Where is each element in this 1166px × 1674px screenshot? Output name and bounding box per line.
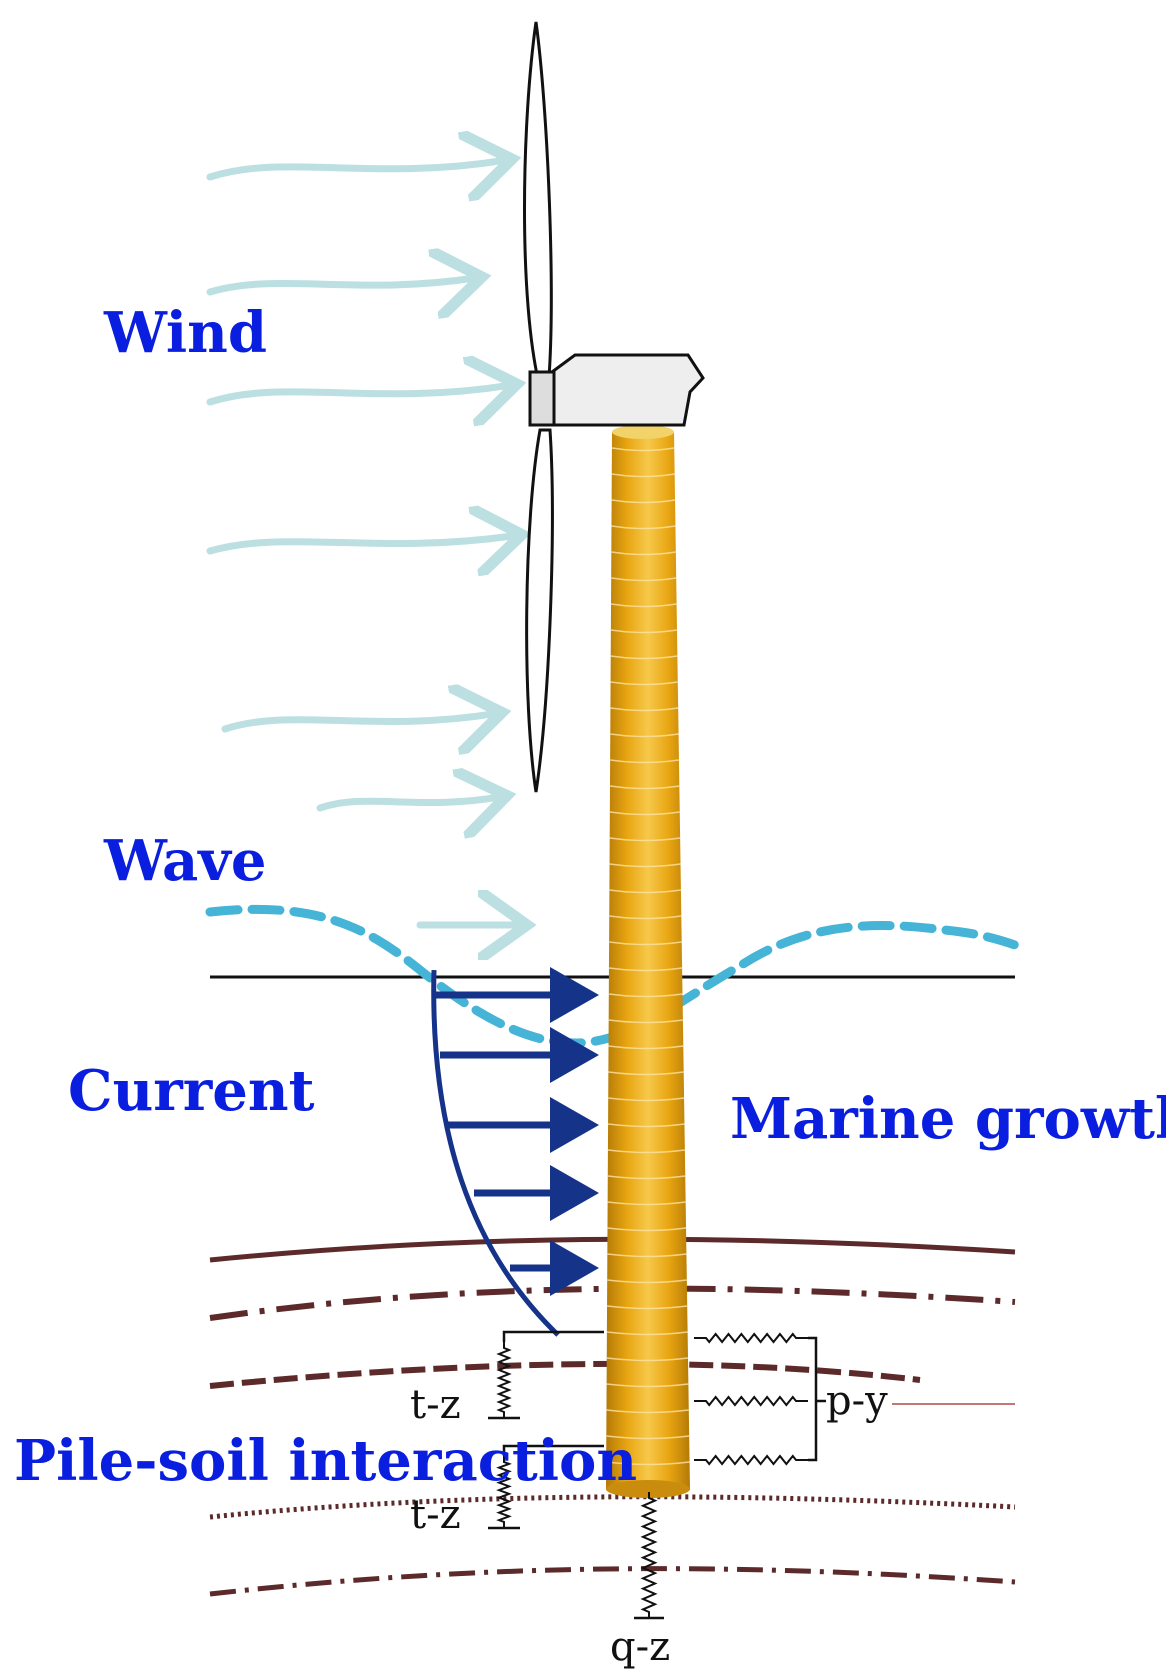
tower-ring <box>610 655 678 660</box>
tower-ring <box>606 1435 690 1440</box>
wind-arrow <box>316 797 500 808</box>
tower-ring <box>607 1123 685 1128</box>
tower-ring <box>611 551 676 556</box>
wind-arrows <box>206 160 520 925</box>
wind-label: Wind <box>103 300 267 366</box>
tower-ring <box>608 993 683 998</box>
tower-ring <box>608 1019 683 1024</box>
py-spring <box>694 1395 808 1407</box>
tower-ring <box>611 447 675 452</box>
tower-ring <box>607 1175 686 1180</box>
qz-label: q-z <box>610 1624 670 1670</box>
tz-upper-bracket <box>502 1330 604 1342</box>
tower-ring <box>610 603 677 608</box>
tz-lower-spring <box>496 1456 512 1528</box>
wind-arrow <box>206 160 505 177</box>
tower-ring <box>610 681 678 686</box>
tower-ring <box>609 941 682 946</box>
tower-ring <box>607 1149 685 1154</box>
py-spring <box>694 1454 808 1466</box>
tower-ring <box>608 1045 684 1050</box>
tz-lower-label: t-z <box>410 1492 461 1538</box>
tower-ring <box>606 1383 689 1388</box>
tower-ring <box>607 1253 687 1258</box>
nacelle <box>528 353 705 427</box>
tower-ring <box>610 707 679 712</box>
tower-ring <box>610 629 678 634</box>
pile-soil-springs <box>488 1330 1015 1620</box>
tower-ring <box>609 915 682 920</box>
tower-top-cap <box>612 425 674 439</box>
pile-soil-label: Pile-soil interaction <box>14 1428 637 1494</box>
tower-ring <box>608 1097 685 1102</box>
tower-ring <box>609 837 681 842</box>
qz-spring <box>640 1492 658 1618</box>
soil-layer-solid <box>209 1236 1016 1263</box>
tower-ring <box>609 811 680 816</box>
tower-ring <box>607 1227 687 1232</box>
soil-layer-dashed <box>209 1360 921 1389</box>
tz-upper-spring <box>496 1342 512 1418</box>
wind-arrow <box>206 385 510 402</box>
soil-layer-dotted <box>209 1494 1016 1520</box>
py-bracket <box>808 1336 826 1462</box>
tz-lower-bracket <box>502 1444 604 1456</box>
turbine-rotor <box>523 21 554 793</box>
tower-monopile <box>606 425 690 1498</box>
tower-ring <box>608 967 683 972</box>
tower-ring <box>609 863 681 868</box>
nacelle-body <box>550 353 705 427</box>
tower-ring <box>606 1461 690 1466</box>
tower-ring <box>609 785 680 790</box>
tower-ring <box>609 889 682 894</box>
current-profile <box>431 967 599 1337</box>
tower-ring <box>611 473 675 478</box>
blade-lower <box>525 428 554 793</box>
tower-ring <box>606 1331 688 1336</box>
tower-ring <box>611 499 676 504</box>
tower-base-cap <box>606 1480 690 1498</box>
tower-ring <box>607 1279 687 1284</box>
py-label: p-y <box>826 1378 888 1424</box>
tower-ring <box>610 759 680 764</box>
tower-ring <box>606 1409 689 1414</box>
wave-label: Wave <box>103 828 266 894</box>
current-label: Current <box>68 1058 315 1124</box>
tower-ring <box>606 1357 689 1362</box>
tower-ring <box>610 733 679 738</box>
tower-ring <box>607 1201 686 1206</box>
tower-ring <box>606 1305 688 1310</box>
py-spring <box>694 1332 808 1344</box>
tower-body <box>606 432 690 1490</box>
wind-arrow <box>206 278 475 292</box>
wind-arrow <box>221 714 495 729</box>
soil-layer-dashdot-2 <box>209 1566 1016 1597</box>
py-springs <box>694 1332 808 1466</box>
blade-upper <box>523 21 553 392</box>
tz-upper-label: t-z <box>410 1382 461 1428</box>
wind-arrow <box>206 536 515 551</box>
tower-ring <box>611 525 676 530</box>
hub <box>528 370 556 427</box>
current-profile-curve <box>431 969 560 1337</box>
tower-ring <box>611 577 677 582</box>
tower-ring <box>608 1071 684 1076</box>
marine-growth-label: Marine growth <box>730 1086 1166 1152</box>
